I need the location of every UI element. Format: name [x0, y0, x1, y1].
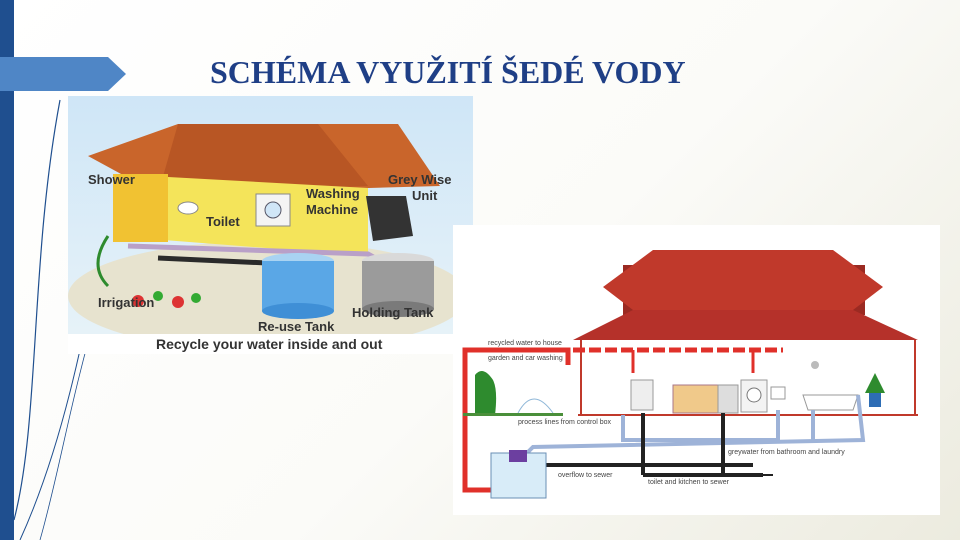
- label-greywater: greywater from bathroom and laundry: [728, 449, 845, 456]
- label-recycled-water: recycled water to house: [488, 340, 562, 347]
- label-grey-wise-unit: Unit: [412, 188, 438, 203]
- greywater-schematic-panel: recycled water to house garden and car w…: [453, 225, 940, 515]
- label-washing: Washing: [306, 186, 360, 201]
- label-machine: Machine: [306, 202, 358, 217]
- greywater-house-illustration: Shower Toilet Washing Machine Grey Wise …: [68, 96, 473, 354]
- label-holding-tank: Holding Tank: [352, 305, 434, 320]
- figure-caption: Recycle your water inside and out: [156, 336, 383, 352]
- label-reuse-tank: Re-use Tank: [258, 319, 335, 334]
- title-arrow-shape: [0, 57, 126, 91]
- greywater-schematic: recycled water to house garden and car w…: [453, 225, 940, 515]
- label-toilet: Toilet: [206, 214, 240, 229]
- slide-title: SCHÉMA VYUŽITÍ ŠEDÉ VODY: [210, 54, 686, 91]
- label-shower: Shower: [88, 172, 135, 187]
- label-toilet-kitchen: toilet and kitchen to sewer: [648, 479, 730, 486]
- label-garden: garden and car washing: [488, 355, 563, 362]
- label-irrigation: Irrigation: [98, 295, 154, 310]
- label-overflow: overflow to sewer: [558, 472, 613, 479]
- label-grey-wise: Grey Wise: [388, 172, 451, 187]
- label-process-lines: process lines from control box: [518, 419, 611, 426]
